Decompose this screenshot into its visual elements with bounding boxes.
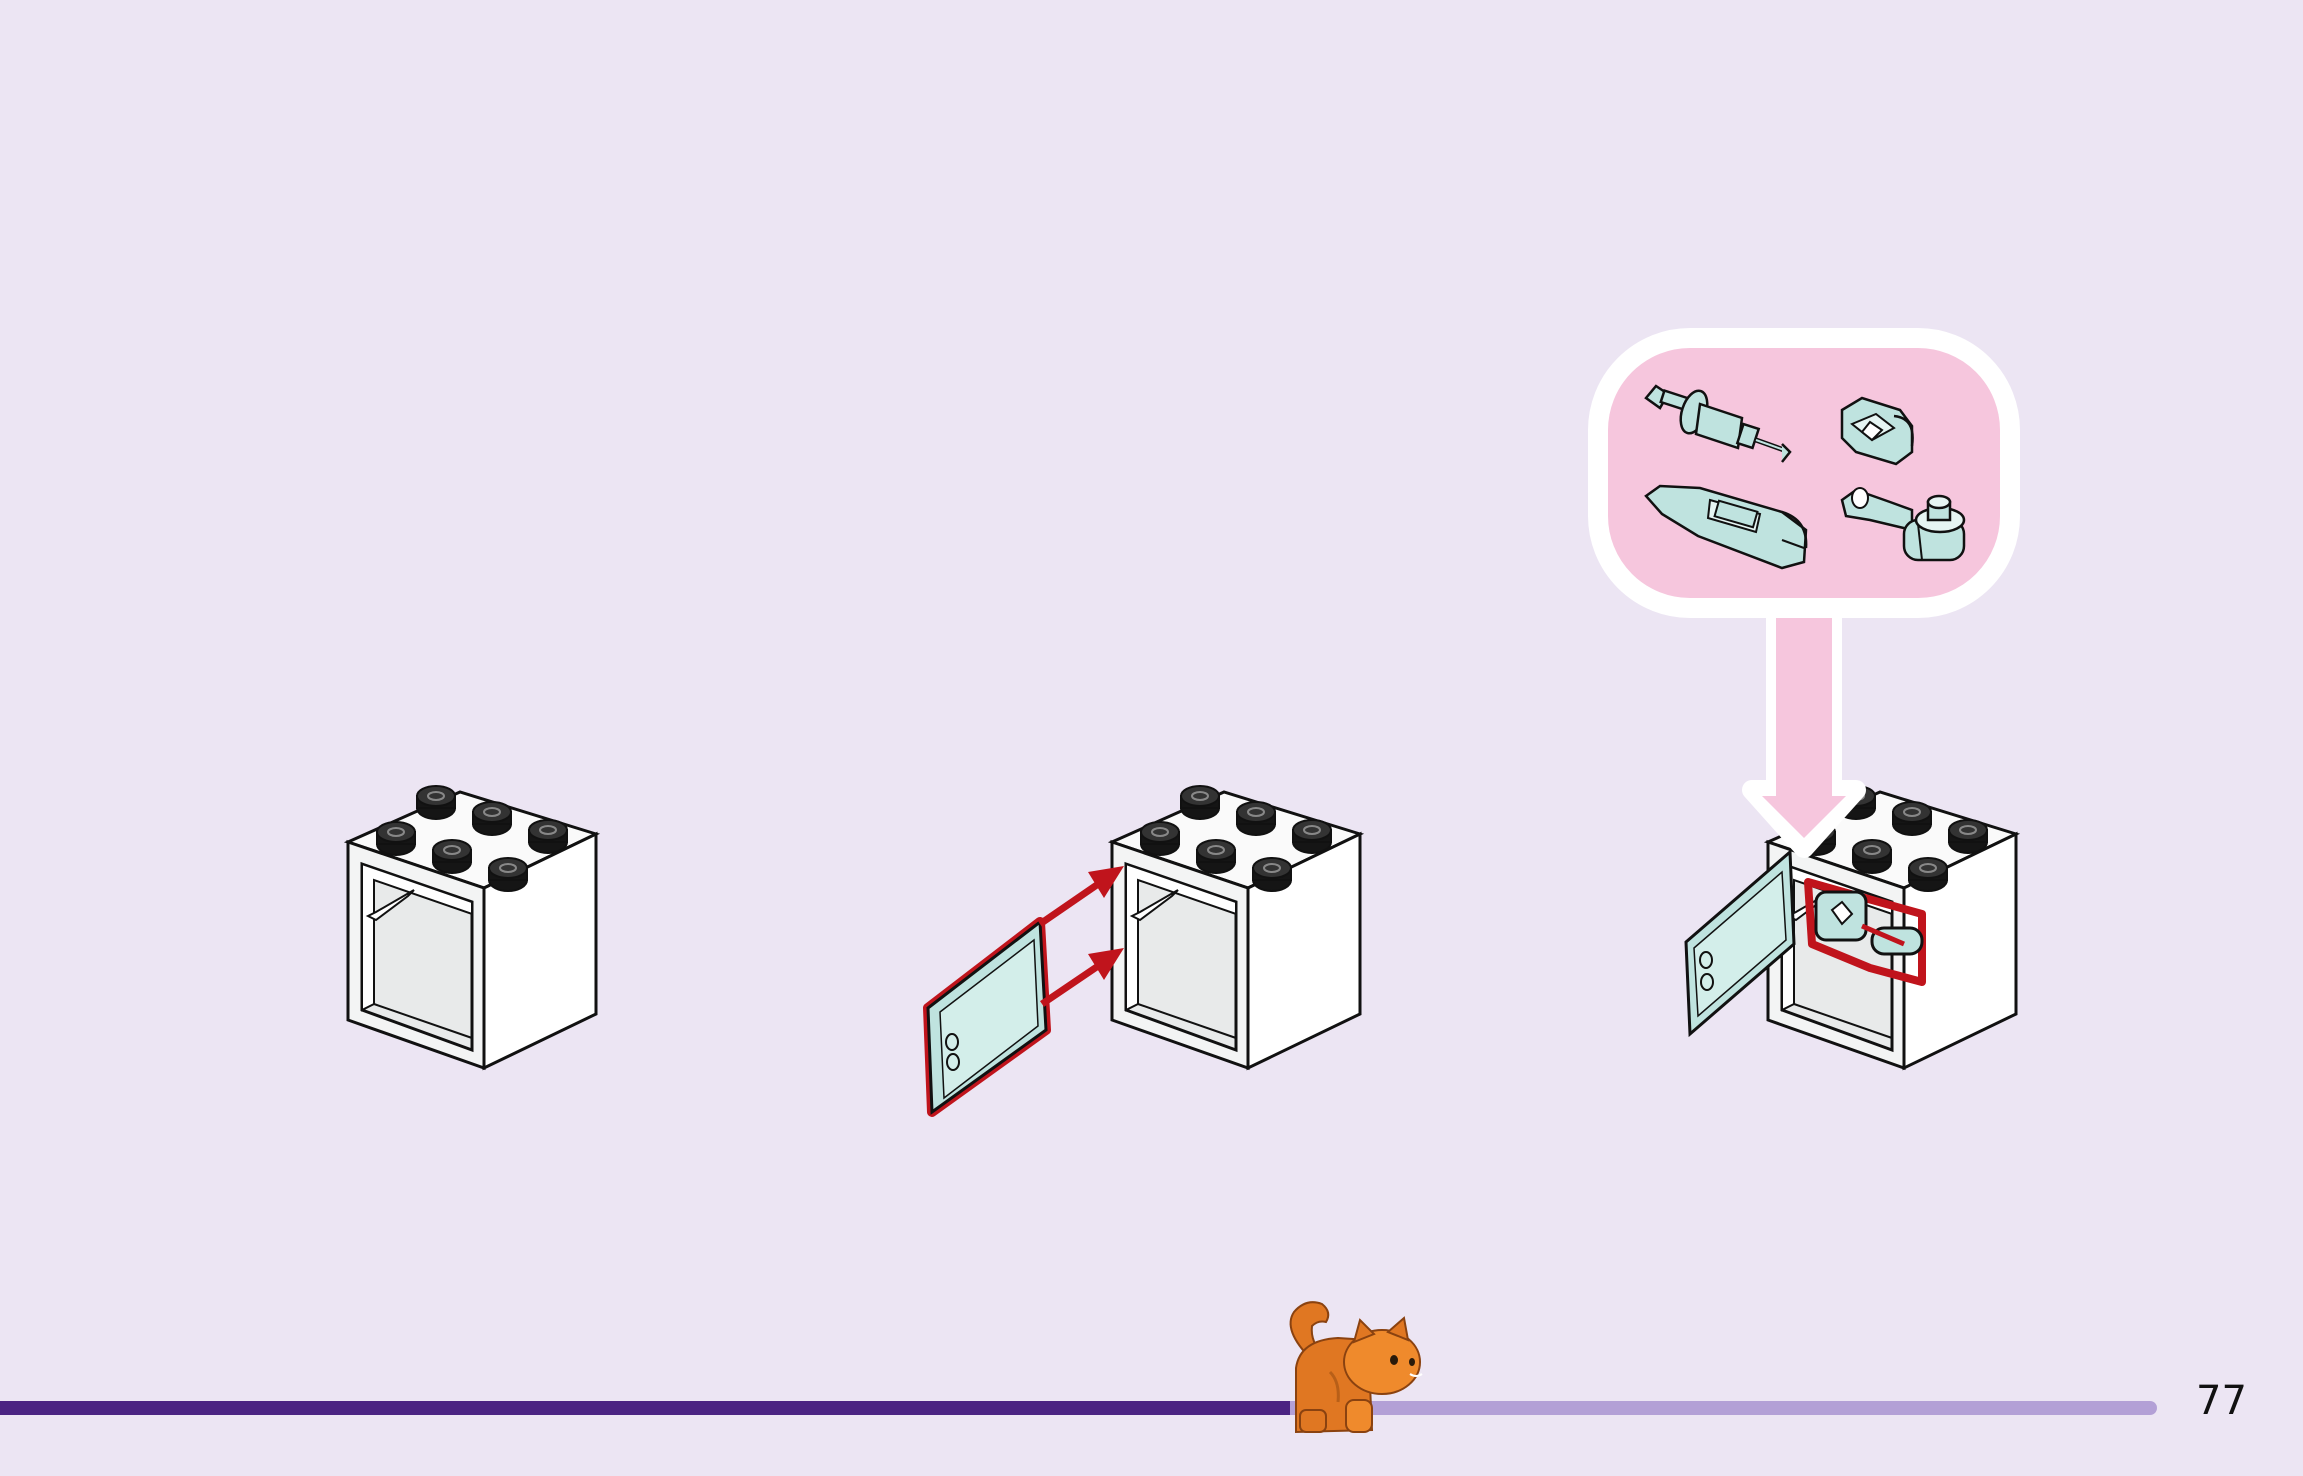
cupboard-door-attach-icon <box>923 866 1124 1117</box>
red-arrow-icon <box>1040 948 1124 1007</box>
parts-callout <box>1588 328 2020 858</box>
orange-kitten-icon <box>1289 1301 1423 1434</box>
stethoscope-part-icon <box>1840 487 1966 562</box>
cupboard-brick-icon <box>1110 784 1362 1070</box>
syringe-part-icon <box>1644 384 1792 463</box>
clip-part-icon <box>1840 396 1914 466</box>
red-arrow-icon <box>1038 866 1124 927</box>
thermometer-part-icon <box>1644 484 1808 570</box>
cupboard-filled-icon <box>1684 848 1926 1038</box>
step-1-cupboard-brick <box>346 784 598 1070</box>
step-3-fill-cupboard <box>1684 784 2018 1070</box>
step-2-attach-door <box>923 784 1362 1117</box>
page-number: 77 <box>2196 1378 2247 1424</box>
cupboard-brick-icon <box>346 784 598 1070</box>
